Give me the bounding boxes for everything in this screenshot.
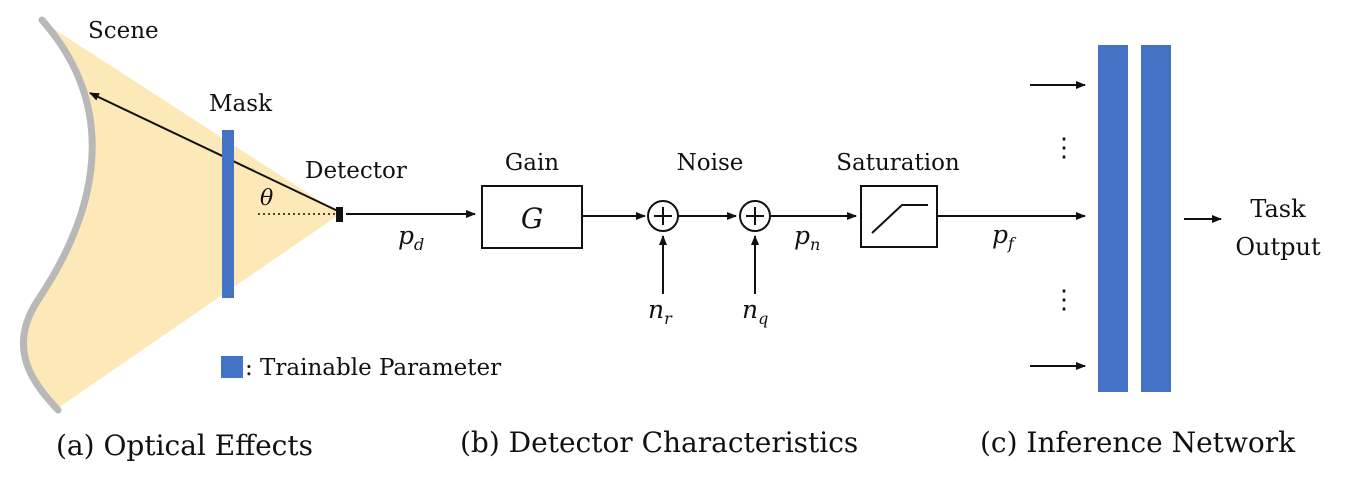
scene-surface — [19, 16, 96, 414]
gain-label: Gain — [505, 150, 559, 176]
caption-inference-network: (c) Inference Network — [980, 426, 1296, 459]
legend-swatch — [221, 356, 243, 378]
trainable-mask — [222, 130, 234, 298]
mask-label: Mask — [209, 91, 273, 117]
pd-label: pd — [398, 221, 424, 254]
task-output-line1: Task — [1250, 195, 1306, 223]
caption-detector-characteristics: (b) Detector Characteristics — [460, 426, 858, 459]
task-output-line2: Output — [1235, 233, 1321, 261]
pf-label: pf — [992, 220, 1017, 253]
saturation-curve-icon — [871, 204, 928, 234]
scene-label: Scene — [88, 18, 159, 44]
ellipsis-upper: ⋮ — [1051, 133, 1077, 163]
saturation-label: Saturation — [836, 150, 960, 176]
detector-pixel — [336, 207, 343, 222]
light-cone — [23, 20, 340, 408]
quantization-noise-sum-node — [739, 200, 771, 232]
legend-text: : Trainable Parameter — [245, 355, 501, 381]
caption-optical-effects: (a) Optical Effects — [56, 429, 313, 462]
ellipsis-lower: ⋮ — [1051, 285, 1077, 315]
gain-symbol: G — [521, 202, 543, 235]
saturation-box — [860, 185, 938, 248]
noise-label: Noise — [677, 150, 744, 176]
network-layer-1 — [1098, 45, 1128, 392]
detector-label: Detector — [305, 158, 407, 184]
nq-label: nq — [742, 295, 768, 328]
pn-label: pn — [794, 221, 820, 254]
chief-ray-arrow — [89, 92, 341, 213]
nr-label: nr — [648, 295, 673, 328]
read-noise-sum-node — [647, 200, 679, 232]
angle-theta: θ — [260, 186, 273, 211]
network-layer-2 — [1141, 45, 1171, 392]
